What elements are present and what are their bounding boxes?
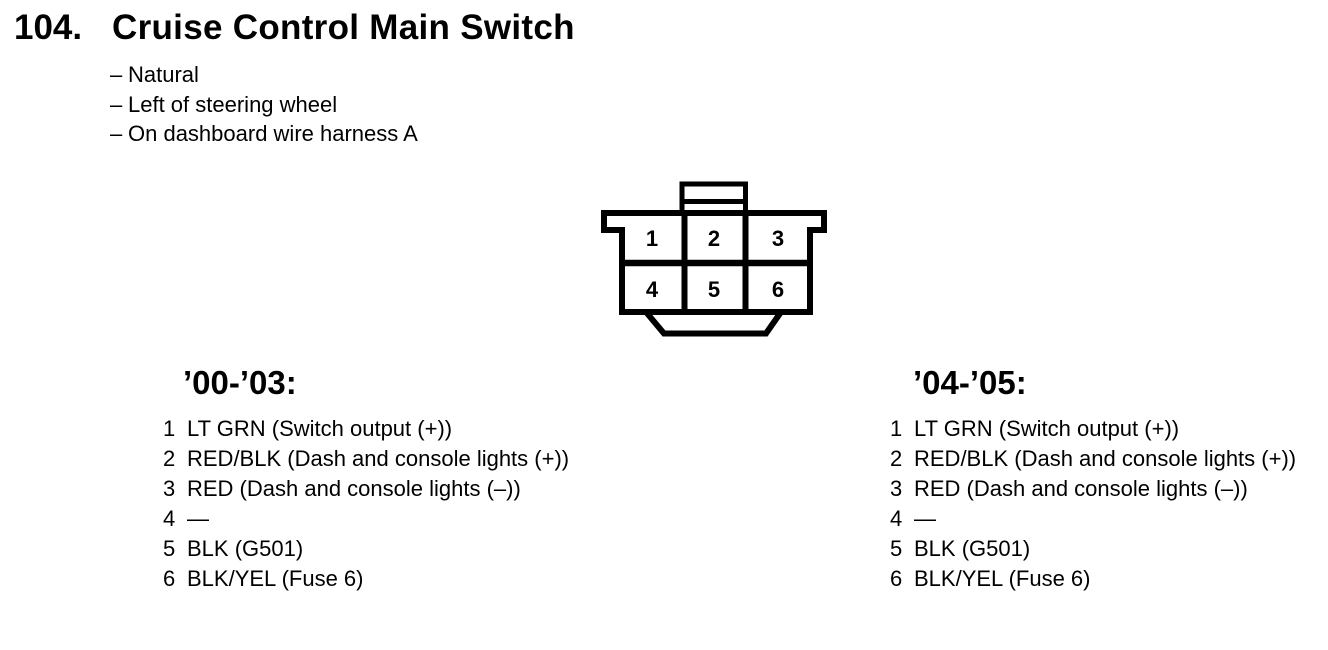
pin-description: —: [187, 506, 209, 531]
note-text: On dashboard wire harness A: [128, 121, 418, 146]
bullet-dash: –: [110, 62, 123, 87]
connector-pin-3: 3: [772, 226, 784, 251]
connector-pin-5: 5: [708, 277, 720, 302]
pin-number: 6: [890, 566, 903, 591]
pinout-years-heading: ’00-’03:: [183, 364, 297, 401]
pin-description: RED (Dash and console lights (–)): [914, 476, 1248, 501]
pin-description: RED/BLK (Dash and console lights (+)): [187, 446, 570, 471]
pin-number: 6: [163, 566, 176, 591]
pin-number: 2: [890, 446, 903, 471]
pin-row: 3 RED (Dash and console lights (–)): [163, 474, 569, 504]
location-notes: –Natural –Left of steering wheel –On das…: [110, 60, 418, 149]
pin-description: —: [914, 506, 936, 531]
section-number: 104.: [14, 8, 83, 47]
pinout-rows: 1 LT GRN (Switch output (+)) 2 RED/BLK (Da…: [890, 414, 1296, 594]
pin-row: 3 RED (Dash and console lights (–)): [890, 474, 1296, 504]
note-text: Natural: [128, 62, 199, 87]
pinout-rows: 1 LT GRN (Switch output (+)) 2 RED/BLK (Da…: [163, 414, 569, 594]
pin-row: 1 LT GRN (Switch output (+)): [890, 414, 1296, 444]
connector-key-tab: [643, 310, 784, 337]
connector-latch: [679, 181, 748, 216]
pin-description: RED/BLK (Dash and console lights (+)): [914, 446, 1297, 471]
pin-row: 5 BLK (G501): [890, 534, 1296, 564]
connector-pin-4: 4: [646, 277, 659, 302]
pin-number: 2: [163, 446, 176, 471]
pin-number: 3: [163, 476, 176, 501]
pin-number: 4: [890, 506, 903, 531]
connector-pin-1: 1: [646, 226, 658, 251]
pinout-years-heading: ’04-’05:: [913, 364, 1027, 401]
pin-description: BLK/YEL (Fuse 6): [187, 566, 364, 591]
pin-row: 4—: [163, 504, 569, 534]
pin-number: 1: [163, 416, 176, 441]
pin-description: BLK/YEL (Fuse 6): [914, 566, 1091, 591]
connector-pin-2: 2: [708, 226, 720, 251]
connector-pin-6: 6: [772, 277, 784, 302]
note-line: –Natural: [110, 60, 418, 90]
pin-description: BLK (G501): [914, 536, 1031, 561]
pin-number: 3: [890, 476, 903, 501]
pin-number: 1: [890, 416, 903, 441]
pin-row: 5 BLK (G501): [163, 534, 569, 564]
pin-row: 1 LT GRN (Switch output (+)): [163, 414, 569, 444]
pin-description: BLK (G501): [187, 536, 304, 561]
pin-row: 6 BLK/YEL (Fuse 6): [163, 564, 569, 594]
pin-number: 4: [163, 506, 176, 531]
pin-row: 2 RED/BLK (Dash and console lights (+)): [163, 444, 569, 474]
pin-number: 5: [163, 536, 176, 561]
note-line: –On dashboard wire harness A: [110, 119, 418, 149]
page-title: Cruise Control Main Switch: [112, 8, 575, 47]
pin-description: RED (Dash and console lights (–)): [187, 476, 521, 501]
bullet-dash: –: [110, 91, 123, 117]
note-line: –Left of steering wheel: [110, 90, 418, 120]
pin-row: 2 RED/BLK (Dash and console lights (+)): [890, 444, 1296, 474]
bullet-dash: –: [110, 121, 123, 146]
pin-row: 4—: [890, 504, 1296, 534]
pin-description: LT GRN (Switch output (+)): [914, 416, 1180, 441]
pin-description: LT GRN (Switch output (+)): [187, 416, 453, 441]
pin-row: 6 BLK/YEL (Fuse 6): [890, 564, 1296, 594]
pin-number: 5: [890, 536, 903, 561]
note-text: Left of steering wheel: [128, 91, 338, 117]
connector-diagram: 1 2 3 4 5 6: [598, 176, 832, 340]
